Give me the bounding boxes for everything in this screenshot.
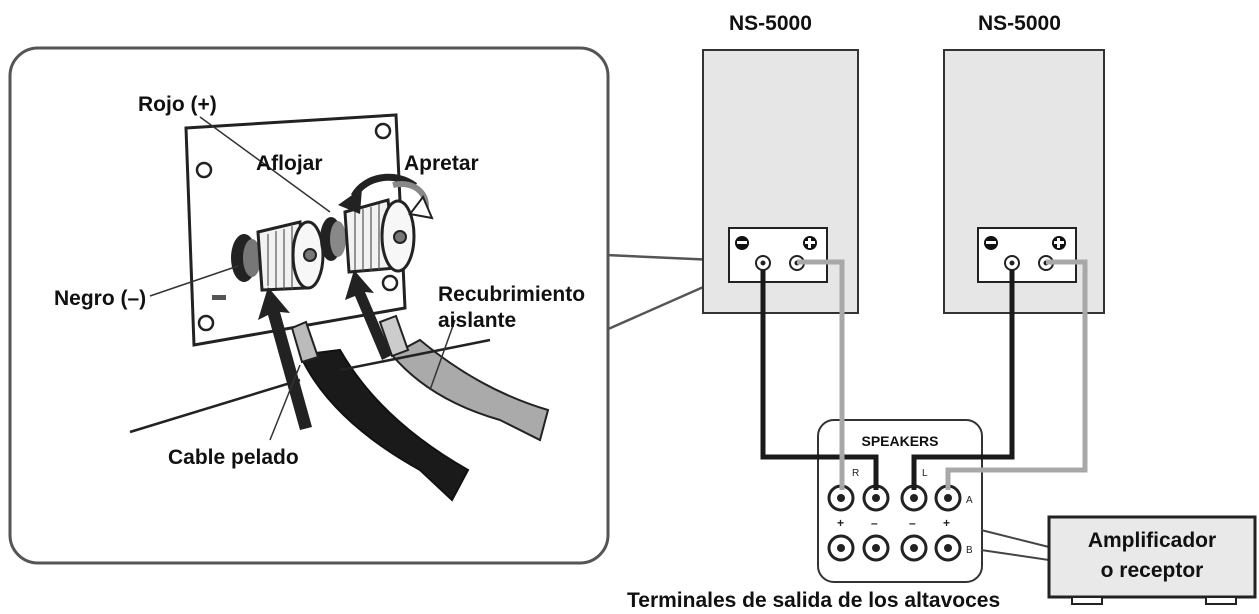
red-terminal-icon (320, 198, 416, 274)
speaker-output-panel: SPEAKERS R L A B + – – + (817, 419, 983, 583)
stripped-wire-gray (378, 314, 410, 358)
label-insulation-1: Recubrimiento (438, 283, 585, 306)
rotation-arrows-icon (338, 173, 434, 220)
panel-minus-l: – (909, 516, 916, 530)
speaker-left (702, 49, 859, 314)
label-black: Negro (–) (54, 287, 146, 310)
panel-minus-r: – (871, 516, 878, 530)
amplifier-label-2: o receptor (1101, 559, 1204, 582)
panel-row-a: A (966, 495, 973, 506)
label-red: Rojo (+) (138, 93, 217, 116)
panel-plus-r: + (837, 516, 844, 530)
panel-plus-l: + (943, 516, 950, 530)
gray-cable-end (390, 338, 550, 442)
amplifier-label-1: Amplificador (1088, 529, 1216, 552)
speaker-left-model: NS-5000 (729, 12, 812, 35)
panel-title: SPEAKERS (861, 433, 938, 449)
speaker-right-terminal-panel (977, 227, 1077, 283)
leader-lines (149, 116, 456, 441)
minus-mark (212, 295, 226, 300)
speaker-right-model: NS-5000 (978, 12, 1061, 35)
plate-screw-icon (195, 122, 399, 332)
label-tighten: Apretar (404, 152, 479, 175)
label-stripped-wire: Cable pelado (168, 446, 299, 469)
panel-channel-r: R (852, 468, 859, 479)
label-loosen: Aflojar (256, 152, 323, 175)
amplifier-box: Amplificador o receptor (1047, 515, 1257, 605)
speaker-right (943, 49, 1105, 314)
gray-cables (797, 259, 1088, 490)
panel-row-b: B (966, 545, 973, 556)
stripped-wire-black (290, 320, 320, 364)
detail-callout: Rojo (+) Aflojar Apretar Negro (–) Recub… (8, 46, 761, 565)
black-terminal-icon (231, 220, 325, 292)
floor-line (129, 378, 301, 434)
speaker-left-terminal-panel (728, 227, 828, 283)
amplifier-callout (980, 529, 1050, 561)
black-cables (760, 270, 1015, 490)
black-cable-end (298, 348, 470, 502)
label-insulation-2: aislante (438, 309, 516, 332)
panel-channel-l: L (922, 468, 928, 479)
floor-line (339, 338, 491, 372)
caption-output-terminals: Terminales de salida de los altavoces (627, 589, 1000, 612)
wire-insertion-arrows (258, 270, 392, 430)
